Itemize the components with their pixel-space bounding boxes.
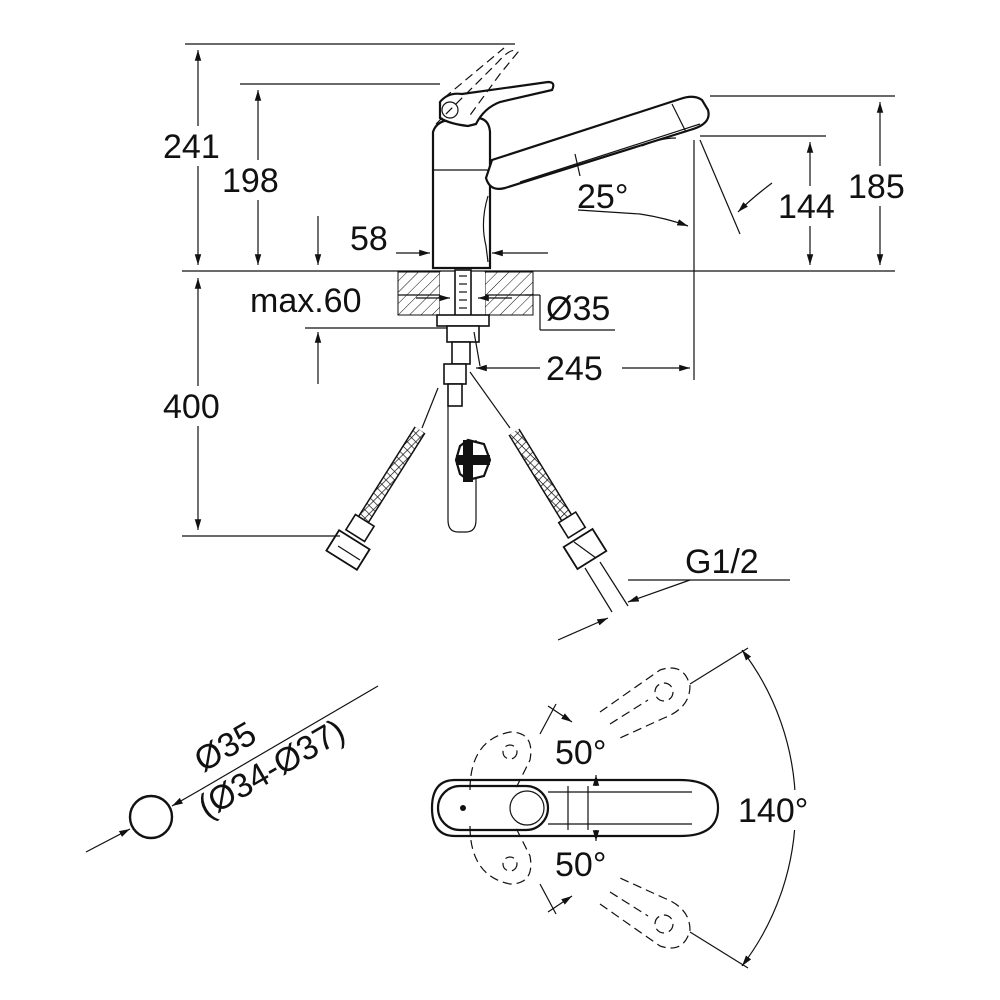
label-58: 58 bbox=[350, 220, 388, 258]
label-lever-up: 50° bbox=[555, 734, 606, 772]
label-25deg: 25° bbox=[577, 178, 628, 216]
lever-upper-dashed bbox=[469, 731, 532, 791]
label-swivel: 140° bbox=[738, 792, 808, 830]
right-supply-hose bbox=[469, 371, 629, 613]
lever-top-view: 50° 50° 140° bbox=[430, 647, 812, 969]
label-dia35: Ø35 bbox=[546, 290, 610, 328]
dimension-58: 58 bbox=[314, 216, 548, 265]
dimension-dia35: Ø35 bbox=[525, 290, 615, 331]
label-lever-down: 50° bbox=[555, 846, 606, 884]
label-198: 198 bbox=[222, 162, 279, 200]
label-245: 245 bbox=[546, 350, 603, 388]
lever-lower-dashed bbox=[469, 825, 532, 885]
label-185: 185 bbox=[848, 168, 905, 206]
mounting-shank bbox=[436, 269, 492, 533]
label-max60: max.60 bbox=[250, 282, 362, 320]
dimension-spout-angle: 25° bbox=[577, 139, 773, 235]
label-g12: G1/2 bbox=[685, 543, 759, 581]
mounting-hole-circle bbox=[128, 794, 174, 840]
lever-lower-far-dashed bbox=[599, 877, 691, 949]
dimension-241: 241 bbox=[160, 43, 515, 265]
dimension-g12: G1/2 bbox=[557, 543, 790, 641]
dimension-400: 400 bbox=[160, 278, 340, 537]
dimension-198: 198 bbox=[218, 83, 440, 265]
dimension-185: 185 bbox=[710, 95, 915, 265]
dimension-144: 144 bbox=[700, 135, 846, 265]
dimension-max60: max.60 bbox=[250, 282, 512, 384]
label-144: 144 bbox=[778, 188, 835, 226]
label-400: 400 bbox=[163, 388, 220, 426]
countertop-section bbox=[397, 271, 534, 316]
left-supply-hose bbox=[325, 387, 439, 571]
lever-upper-far-dashed bbox=[599, 667, 691, 739]
label-241: 241 bbox=[163, 128, 220, 166]
mounting-hole-detail: Ø35 (Ø34-Ø37) bbox=[85, 685, 379, 853]
faucet-body bbox=[431, 47, 710, 270]
dimension-245: 245 bbox=[476, 140, 695, 388]
